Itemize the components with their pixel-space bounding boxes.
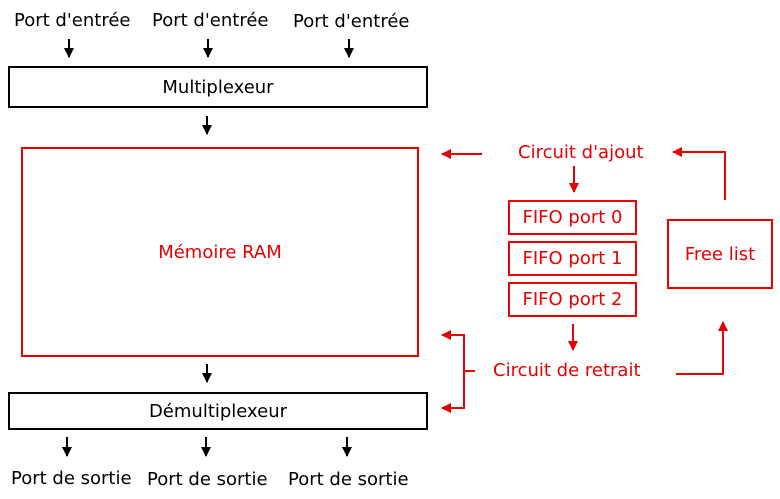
- fifo-label-2: FIFO port 2: [522, 289, 623, 310]
- ram-memory-label: Mémoire RAM: [158, 241, 282, 263]
- fifo-label-1: FIFO port 1: [522, 248, 623, 269]
- free-list-box: Free list: [667, 219, 773, 289]
- remove-circuit-to-ram-arrow: [441, 330, 465, 371]
- remove-circuit-label: Circuit de retrait: [493, 360, 641, 381]
- input-port-label-2: Port d'entrée: [293, 11, 410, 32]
- fifo-box-0: FIFO port 0: [508, 200, 637, 235]
- free-list-to-add-circuit-arrow: [672, 147, 726, 200]
- fifo-label-0: FIFO port 0: [522, 207, 623, 228]
- input-port-label-1: Port d'entrée: [152, 10, 269, 31]
- output-port-label-0: Port de sortie: [11, 468, 132, 489]
- output-port-label-2: Port de sortie: [288, 469, 409, 490]
- remove-circuit-to-demux-arrow: [441, 371, 465, 413]
- demultiplexer-label: Démultiplexeur: [148, 400, 288, 422]
- output-port-label-1: Port de sortie: [147, 469, 268, 490]
- ram-memory-box: Mémoire RAM: [21, 147, 419, 357]
- demultiplexer-box: Démultiplexeur: [8, 392, 428, 430]
- input-port-label-0: Port d'entrée: [14, 10, 131, 31]
- fifo-box-2: FIFO port 2: [508, 282, 637, 317]
- add-circuit-label: Circuit d'ajout: [518, 142, 644, 163]
- fifo-box-1: FIFO port 1: [508, 241, 637, 276]
- multiplexer-label: Multiplexeur: [162, 76, 274, 98]
- free-list-label: Free list: [684, 243, 756, 265]
- remove-circuit-to-free-list-arrow: [676, 321, 728, 375]
- multiplexer-box: Multiplexeur: [8, 66, 428, 108]
